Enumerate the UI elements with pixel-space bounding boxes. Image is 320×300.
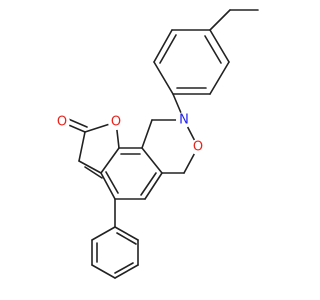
atom-mask [176,112,192,128]
bond [141,119,153,149]
bond [105,171,119,194]
atom-mask [54,114,70,130]
bond [91,264,116,279]
bond [141,147,163,174]
bond [144,172,163,200]
bond [153,29,173,63]
oxazine-oxygen-atom-label: O [193,140,203,155]
atom-mask [190,139,206,155]
bond [209,9,231,31]
bond [116,232,137,245]
bond [84,166,103,179]
atom-labels: N O O O [54,112,206,155]
carbonyl-oxygen-atom-label: O [57,115,67,130]
bond [91,226,116,241]
atom-mask [108,114,124,130]
bond [153,61,174,95]
molecule-structure: N O O O [54,9,259,279]
bond [140,172,157,196]
bond [78,160,102,174]
ring-oxygen-atom-label: O [111,115,121,130]
bond [100,172,116,200]
bond [114,226,139,241]
bond [114,262,134,274]
nitrogen-atom-label: N [179,113,189,128]
bond [204,35,222,64]
bond [159,34,177,64]
bonds [63,9,259,279]
bond [78,131,86,162]
bond [209,29,230,63]
bond [100,147,120,174]
bond [209,61,230,95]
bond [114,264,139,279]
